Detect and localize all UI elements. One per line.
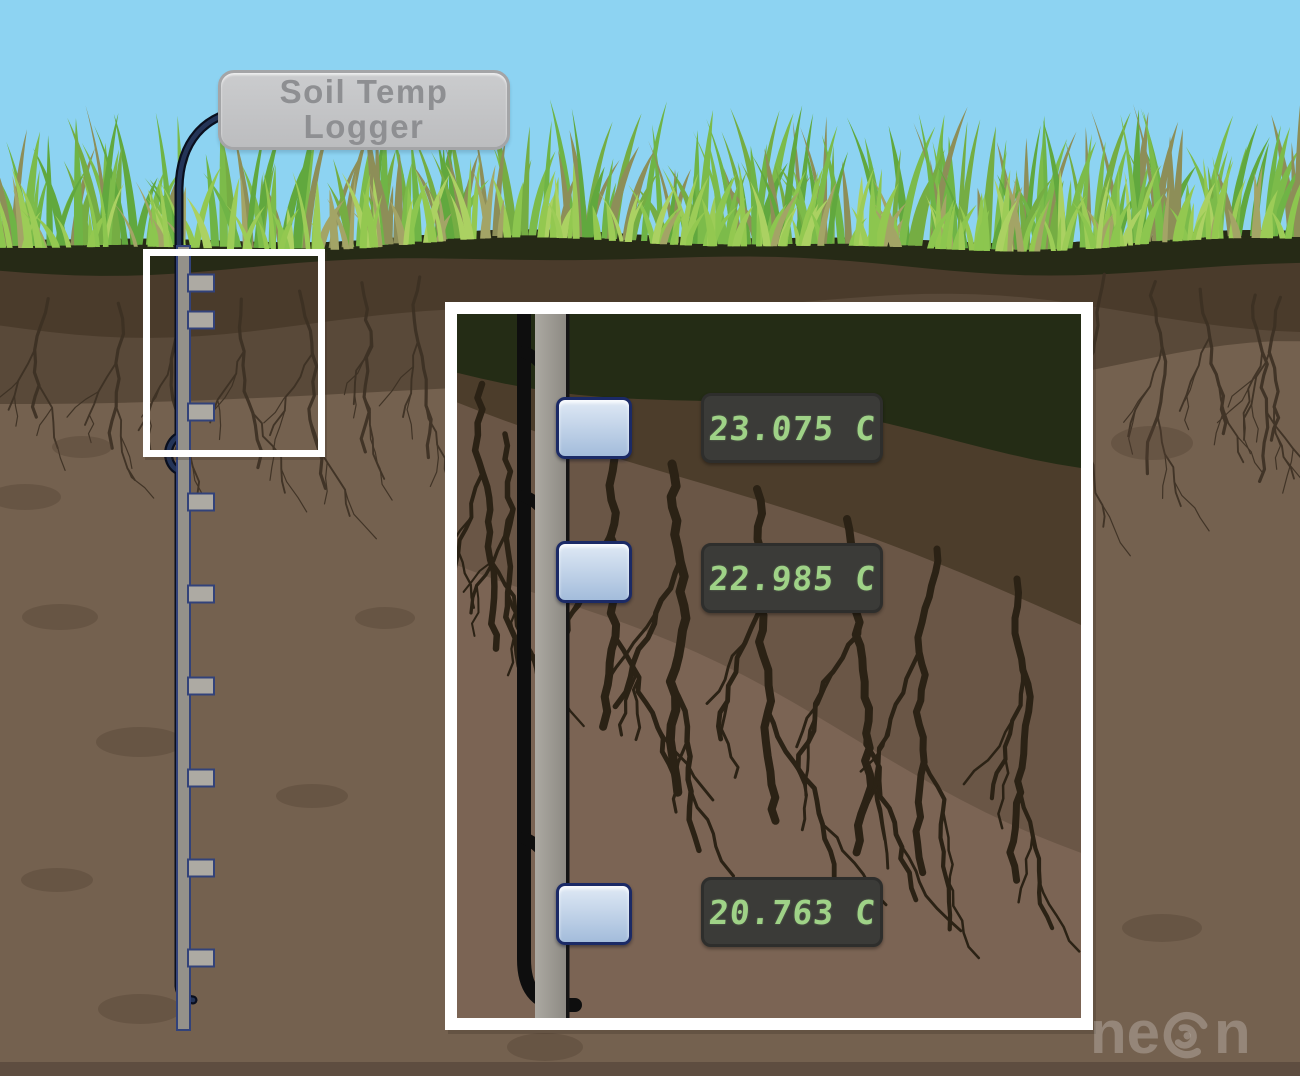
soil-sensor-3 xyxy=(556,883,632,945)
probe-sensor-tab xyxy=(187,492,215,512)
probe-sensor-tab xyxy=(187,402,215,422)
inset-probe xyxy=(517,314,582,1018)
neon-swirl-icon xyxy=(1163,1011,1208,1059)
stone xyxy=(21,868,93,892)
temperature-display-3: 20.763 C xyxy=(701,877,883,947)
watermark-text-right: n xyxy=(1214,999,1251,1066)
stone xyxy=(22,604,98,630)
temperature-display-2: 22.985 C xyxy=(701,543,883,613)
inset-pole-edge xyxy=(566,314,570,1018)
stones-layer xyxy=(0,426,1202,1061)
stone xyxy=(52,436,112,458)
logger-box: Soil Temp Logger xyxy=(218,70,510,150)
probe-sensor-tab xyxy=(187,273,215,293)
probe-sensor-tab xyxy=(187,310,215,330)
logger-label-line1: Soil Temp xyxy=(279,73,449,111)
zoom-inset: 23.075 C 22.985 C 20.763 C xyxy=(445,302,1093,1030)
logger-label-line2: Logger xyxy=(303,108,425,145)
highlight-box xyxy=(143,249,325,457)
stone xyxy=(355,607,415,629)
probe-sensor-tab xyxy=(187,948,215,968)
stone xyxy=(1111,426,1193,460)
probe-sensor-tab xyxy=(187,584,215,604)
soil-sensor-2 xyxy=(556,541,632,603)
temperature-value-3: 20.763 C xyxy=(706,892,878,932)
grass-layer xyxy=(0,97,1300,252)
probe-sensor-tab xyxy=(187,768,215,788)
soil-probe xyxy=(164,105,251,1031)
stone xyxy=(96,727,184,757)
soil-sensor-1 xyxy=(556,397,632,459)
temperature-value-1: 23.075 C xyxy=(706,408,878,448)
soil-surface-strip xyxy=(0,229,1300,276)
temperature-value-2: 22.985 C xyxy=(706,558,878,598)
stone xyxy=(507,1033,583,1061)
stone xyxy=(0,484,61,510)
stone xyxy=(276,784,348,808)
watermark-text-left: ne xyxy=(1090,999,1161,1066)
temperature-display-1: 23.075 C xyxy=(701,393,883,463)
stone xyxy=(98,994,182,1024)
watermark: ne n xyxy=(1090,1000,1251,1066)
probe-pole xyxy=(176,245,191,1031)
probe-sensor-tab xyxy=(187,676,215,696)
bottom-edge-strip xyxy=(0,1062,1300,1076)
inset-topsoil-layer xyxy=(457,314,1081,468)
probe-sensor-tab xyxy=(187,858,215,878)
stone xyxy=(1122,914,1202,942)
